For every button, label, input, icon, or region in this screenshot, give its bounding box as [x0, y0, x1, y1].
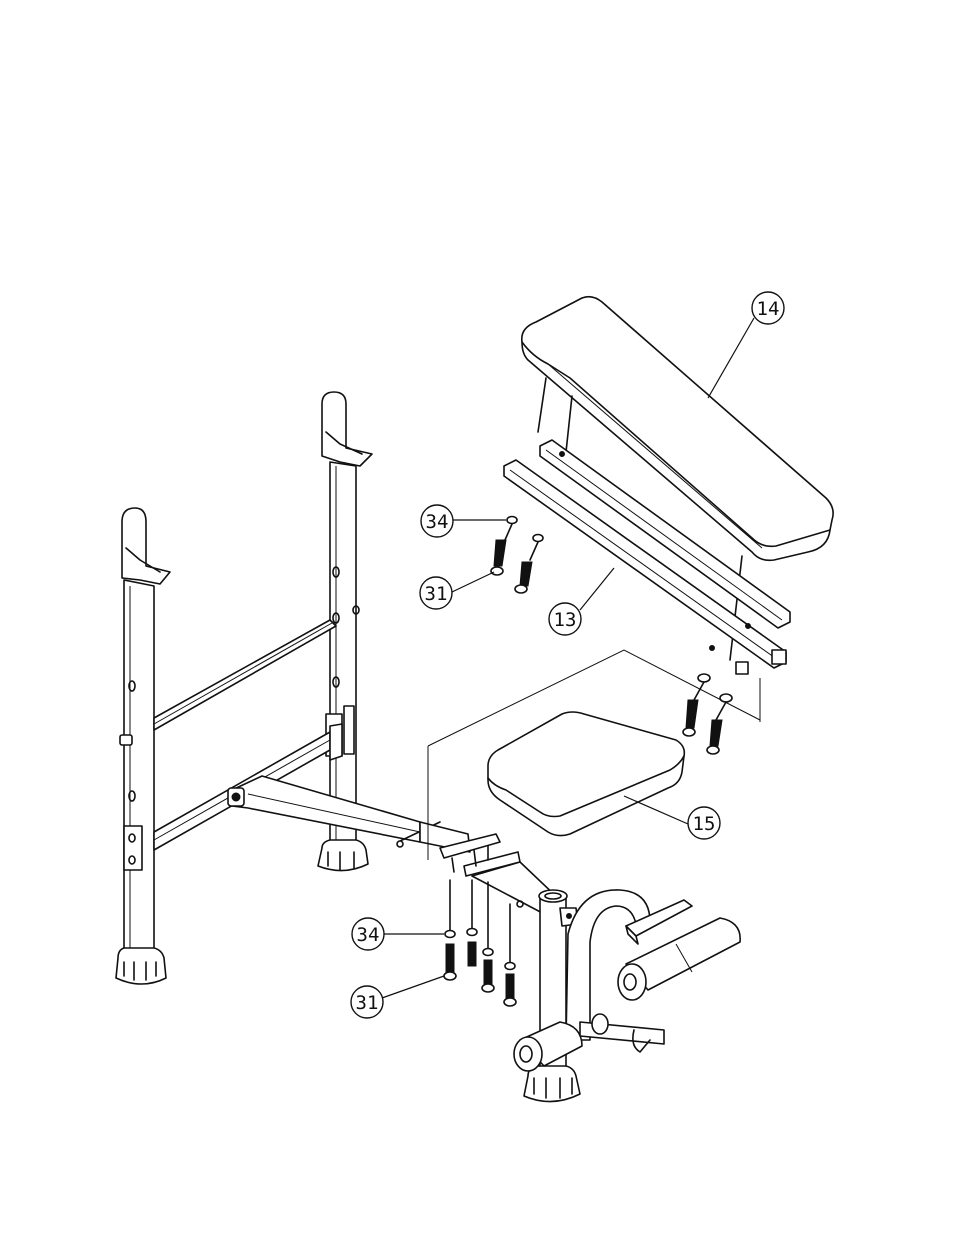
callout-14-label: 14 [757, 298, 780, 320]
left-upright-post [116, 508, 170, 984]
callout-31-upper: 31 [420, 577, 452, 609]
callout-14: 14 [752, 292, 784, 324]
callout-31-upper-label: 31 [425, 583, 448, 605]
washer-34-b [533, 535, 543, 542]
callout-34-upper-label: 34 [426, 511, 449, 533]
callout-34-lower: 34 [352, 918, 384, 950]
callout-31-lower: 31 [351, 986, 383, 1018]
callout-13-label: 13 [554, 609, 577, 631]
washer-34-a [507, 517, 517, 524]
callout-34-lower-label: 34 [357, 924, 380, 946]
callout-34-upper: 34 [421, 505, 453, 537]
callout-15: 15 [688, 807, 720, 839]
callout-13: 13 [549, 603, 581, 635]
callout-15-label: 15 [693, 813, 716, 835]
callout-31-lower-label: 31 [356, 992, 379, 1014]
